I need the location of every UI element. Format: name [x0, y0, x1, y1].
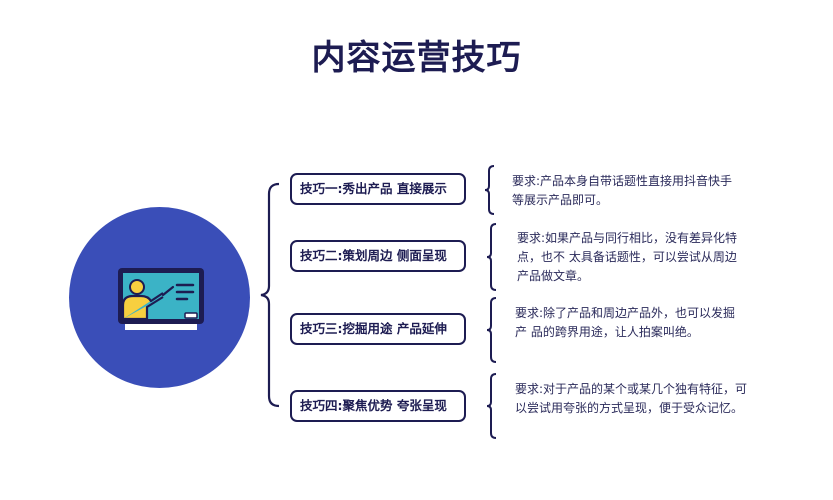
tip-1-bracket [484, 165, 495, 215]
tip-3-desc: 要求:除了产品和周边产品外，也可以发掘产 品的跨界用途，让人拍案叫绝。 [515, 306, 736, 339]
tip-2-box: 技巧二:策划周边 侧面呈现 [290, 240, 466, 272]
teacher-at-board-icon [118, 268, 204, 330]
tip-1-box: 技巧一:秀出产品 直接展示 [290, 173, 466, 205]
tip-3-box: 技巧三:挖掘用途 产品延伸 [290, 313, 466, 345]
tip-3-bracket [486, 297, 497, 363]
tip-2-bracket [486, 223, 497, 291]
tip-2-desc: 要求:如果产品与同行相比，没有差异化特点，也不 太具备话题性，可以尝试从周边产品… [517, 231, 738, 283]
tip-4-bracket [486, 373, 497, 439]
tip-1-desc: 要求:产品本身自带话题性直接用抖音快手等展示产品即可。 [512, 174, 733, 207]
page-title: 内容运营技巧 [311, 38, 522, 78]
tip-4-desc: 要求:对于产品的某个或某几个独有特征，可以尝试用夸张的方式呈现，便于受众记忆。 [515, 382, 748, 415]
tip-4-box: 技巧四:聚焦优势 夸张呈现 [290, 390, 466, 422]
main-bracket [260, 182, 280, 408]
